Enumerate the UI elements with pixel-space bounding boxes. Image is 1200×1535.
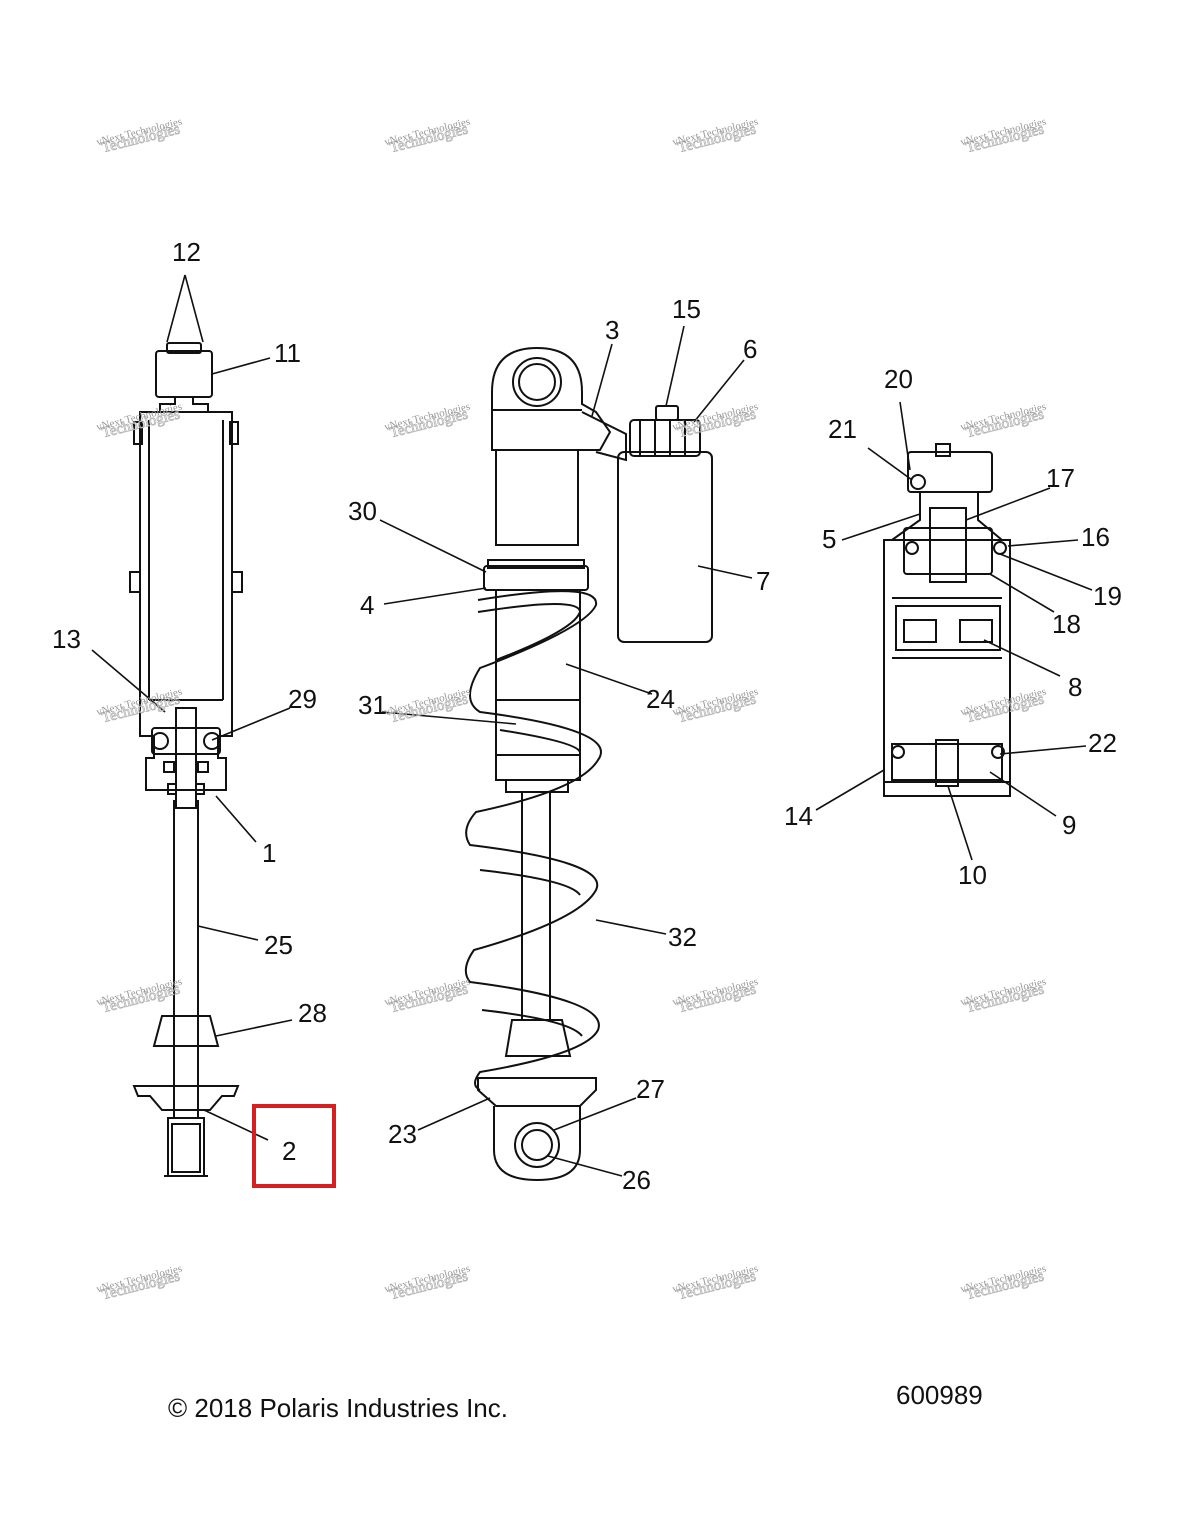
callout-30[interactable]: 30 (348, 496, 377, 526)
right-reservoir-section (883, 443, 1011, 797)
callout-4[interactable]: 4 (360, 590, 374, 620)
leader-lines (91, 274, 1093, 1177)
callout-7[interactable]: 7 (756, 566, 770, 596)
copyright-text: © 2018 Polaris Industries Inc. (168, 1393, 508, 1423)
callout-14[interactable]: 14 (784, 801, 813, 831)
diagram-id: 600989 (896, 1380, 983, 1410)
callout-21[interactable]: 21 (828, 414, 857, 444)
callout-5[interactable]: 5 (822, 524, 836, 554)
callout-highlight-box (252, 1104, 336, 1188)
callout-2[interactable]: 2 (282, 1136, 296, 1166)
callout-11[interactable]: 11 (274, 338, 301, 368)
callout-labels: 1 2 3 4 5 6 7 8 9 10 11 12 13 14 15 16 1… (52, 237, 1122, 1195)
callout-16[interactable]: 16 (1081, 522, 1110, 552)
callout-29[interactable]: 29 (288, 684, 317, 714)
callout-8[interactable]: 8 (1068, 672, 1082, 702)
callout-23[interactable]: 23 (388, 1119, 417, 1149)
callout-32[interactable]: 32 (668, 922, 697, 952)
callout-9[interactable]: 9 (1062, 810, 1076, 840)
callout-28[interactable]: 28 (298, 998, 327, 1028)
callout-24[interactable]: 24 (646, 684, 675, 714)
callout-26[interactable]: 26 (622, 1165, 651, 1195)
callout-13[interactable]: 13 (52, 624, 81, 654)
callout-25[interactable]: 25 (264, 930, 293, 960)
callout-15[interactable]: 15 (672, 294, 701, 324)
callout-27[interactable]: 27 (636, 1074, 665, 1104)
callout-19[interactable]: 19 (1093, 581, 1122, 611)
callout-6[interactable]: 6 (743, 334, 757, 364)
callout-20[interactable]: 20 (884, 364, 913, 394)
callout-1[interactable]: 1 (262, 838, 276, 868)
callout-31[interactable]: 31 (358, 690, 387, 720)
left-shock-section (129, 342, 243, 1177)
callout-10[interactable]: 10 (958, 860, 987, 890)
callout-22[interactable]: 22 (1088, 728, 1117, 758)
center-shock-assembly (464, 346, 713, 1182)
callout-18[interactable]: 18 (1052, 609, 1081, 639)
callout-17[interactable]: 17 (1046, 463, 1075, 493)
callout-12[interactable]: 12 (172, 237, 201, 267)
callout-3[interactable]: 3 (605, 315, 619, 345)
